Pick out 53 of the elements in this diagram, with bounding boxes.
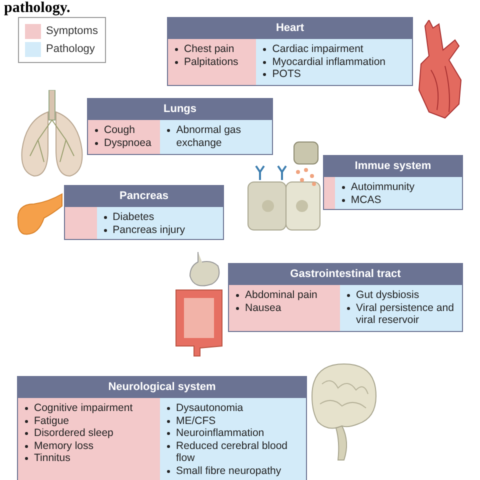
- pathology-cell: [340, 285, 462, 331]
- panel-card: [17, 376, 307, 480]
- panel-card: [228, 263, 463, 332]
- panel-header: Pancreas: [65, 186, 223, 207]
- panel-card: [87, 98, 273, 155]
- panel-header: Neurological system: [18, 377, 306, 398]
- symptoms-cell: [168, 39, 256, 85]
- symptoms-cell: [324, 177, 335, 209]
- list-item-text: Dyspnoea: [104, 136, 152, 149]
- list-item-text: Disordered sleep: [34, 427, 114, 440]
- legend-label: Symptoms: [46, 25, 98, 37]
- panel-header: Lungs: [88, 99, 272, 120]
- panel-header: Heart: [168, 18, 412, 39]
- pathology-cell: [160, 398, 306, 480]
- legend-label: Pathology: [46, 43, 95, 55]
- list-item-text: Nausea: [245, 302, 282, 314]
- caption-text: pathology.: [4, 0, 70, 17]
- list-item-text: Fatigue: [34, 414, 70, 427]
- list-item-text: Reduced cerebral blood flow: [176, 440, 289, 464]
- list-item-text: Abdominal pain: [245, 289, 318, 302]
- list-item-text: Cardiac impairment: [272, 43, 364, 56]
- list-item-text: Cognitive impairment: [34, 402, 133, 414]
- list-item-text: Small fibre neuropathy: [176, 464, 282, 477]
- pathology-cell: [256, 39, 412, 85]
- list-item-text: Pancreas injury: [112, 224, 186, 236]
- list-item-text: Chest pain: [184, 43, 234, 56]
- list-item-text: Abnormal gas exchange: [176, 124, 242, 149]
- list-item-text: Cough: [104, 124, 135, 136]
- pathology-cell: [160, 120, 272, 154]
- panel-card: [167, 17, 413, 86]
- symptoms-cell: [88, 120, 160, 154]
- panel-card: [323, 155, 463, 210]
- pathology-cell: [96, 207, 223, 239]
- symptoms-cell: [65, 207, 97, 239]
- list-item-text: MCAS: [350, 194, 382, 206]
- list-item-text: Viral persistence and viral reservoir: [356, 302, 455, 326]
- symptoms-cell: [18, 398, 160, 480]
- list-item-text: ME/CFS: [176, 414, 216, 427]
- list-item-text: Myocardial inflammation: [272, 56, 386, 68]
- panel-header: Gastrointestinal tract: [229, 264, 462, 285]
- list-item-text: Dysautonomia: [176, 402, 244, 414]
- list-item-text: Memory loss: [34, 440, 94, 452]
- list-item-text: Diabetes: [112, 211, 154, 224]
- list-item-text: Neuroinflammation: [176, 427, 264, 440]
- panel-header: Immue system: [324, 156, 462, 177]
- list-item-text: Palpitations: [184, 56, 238, 68]
- pathology-cell: [334, 177, 462, 209]
- list-item-text: POTS: [272, 68, 301, 80]
- symptoms-cell: [229, 285, 340, 331]
- list-item-text: Tinnitus: [34, 452, 70, 464]
- list-item-text: Autoimmunity: [350, 181, 415, 194]
- panel-card: [64, 185, 224, 240]
- list-item-text: Gut dysbiosis: [356, 289, 420, 302]
